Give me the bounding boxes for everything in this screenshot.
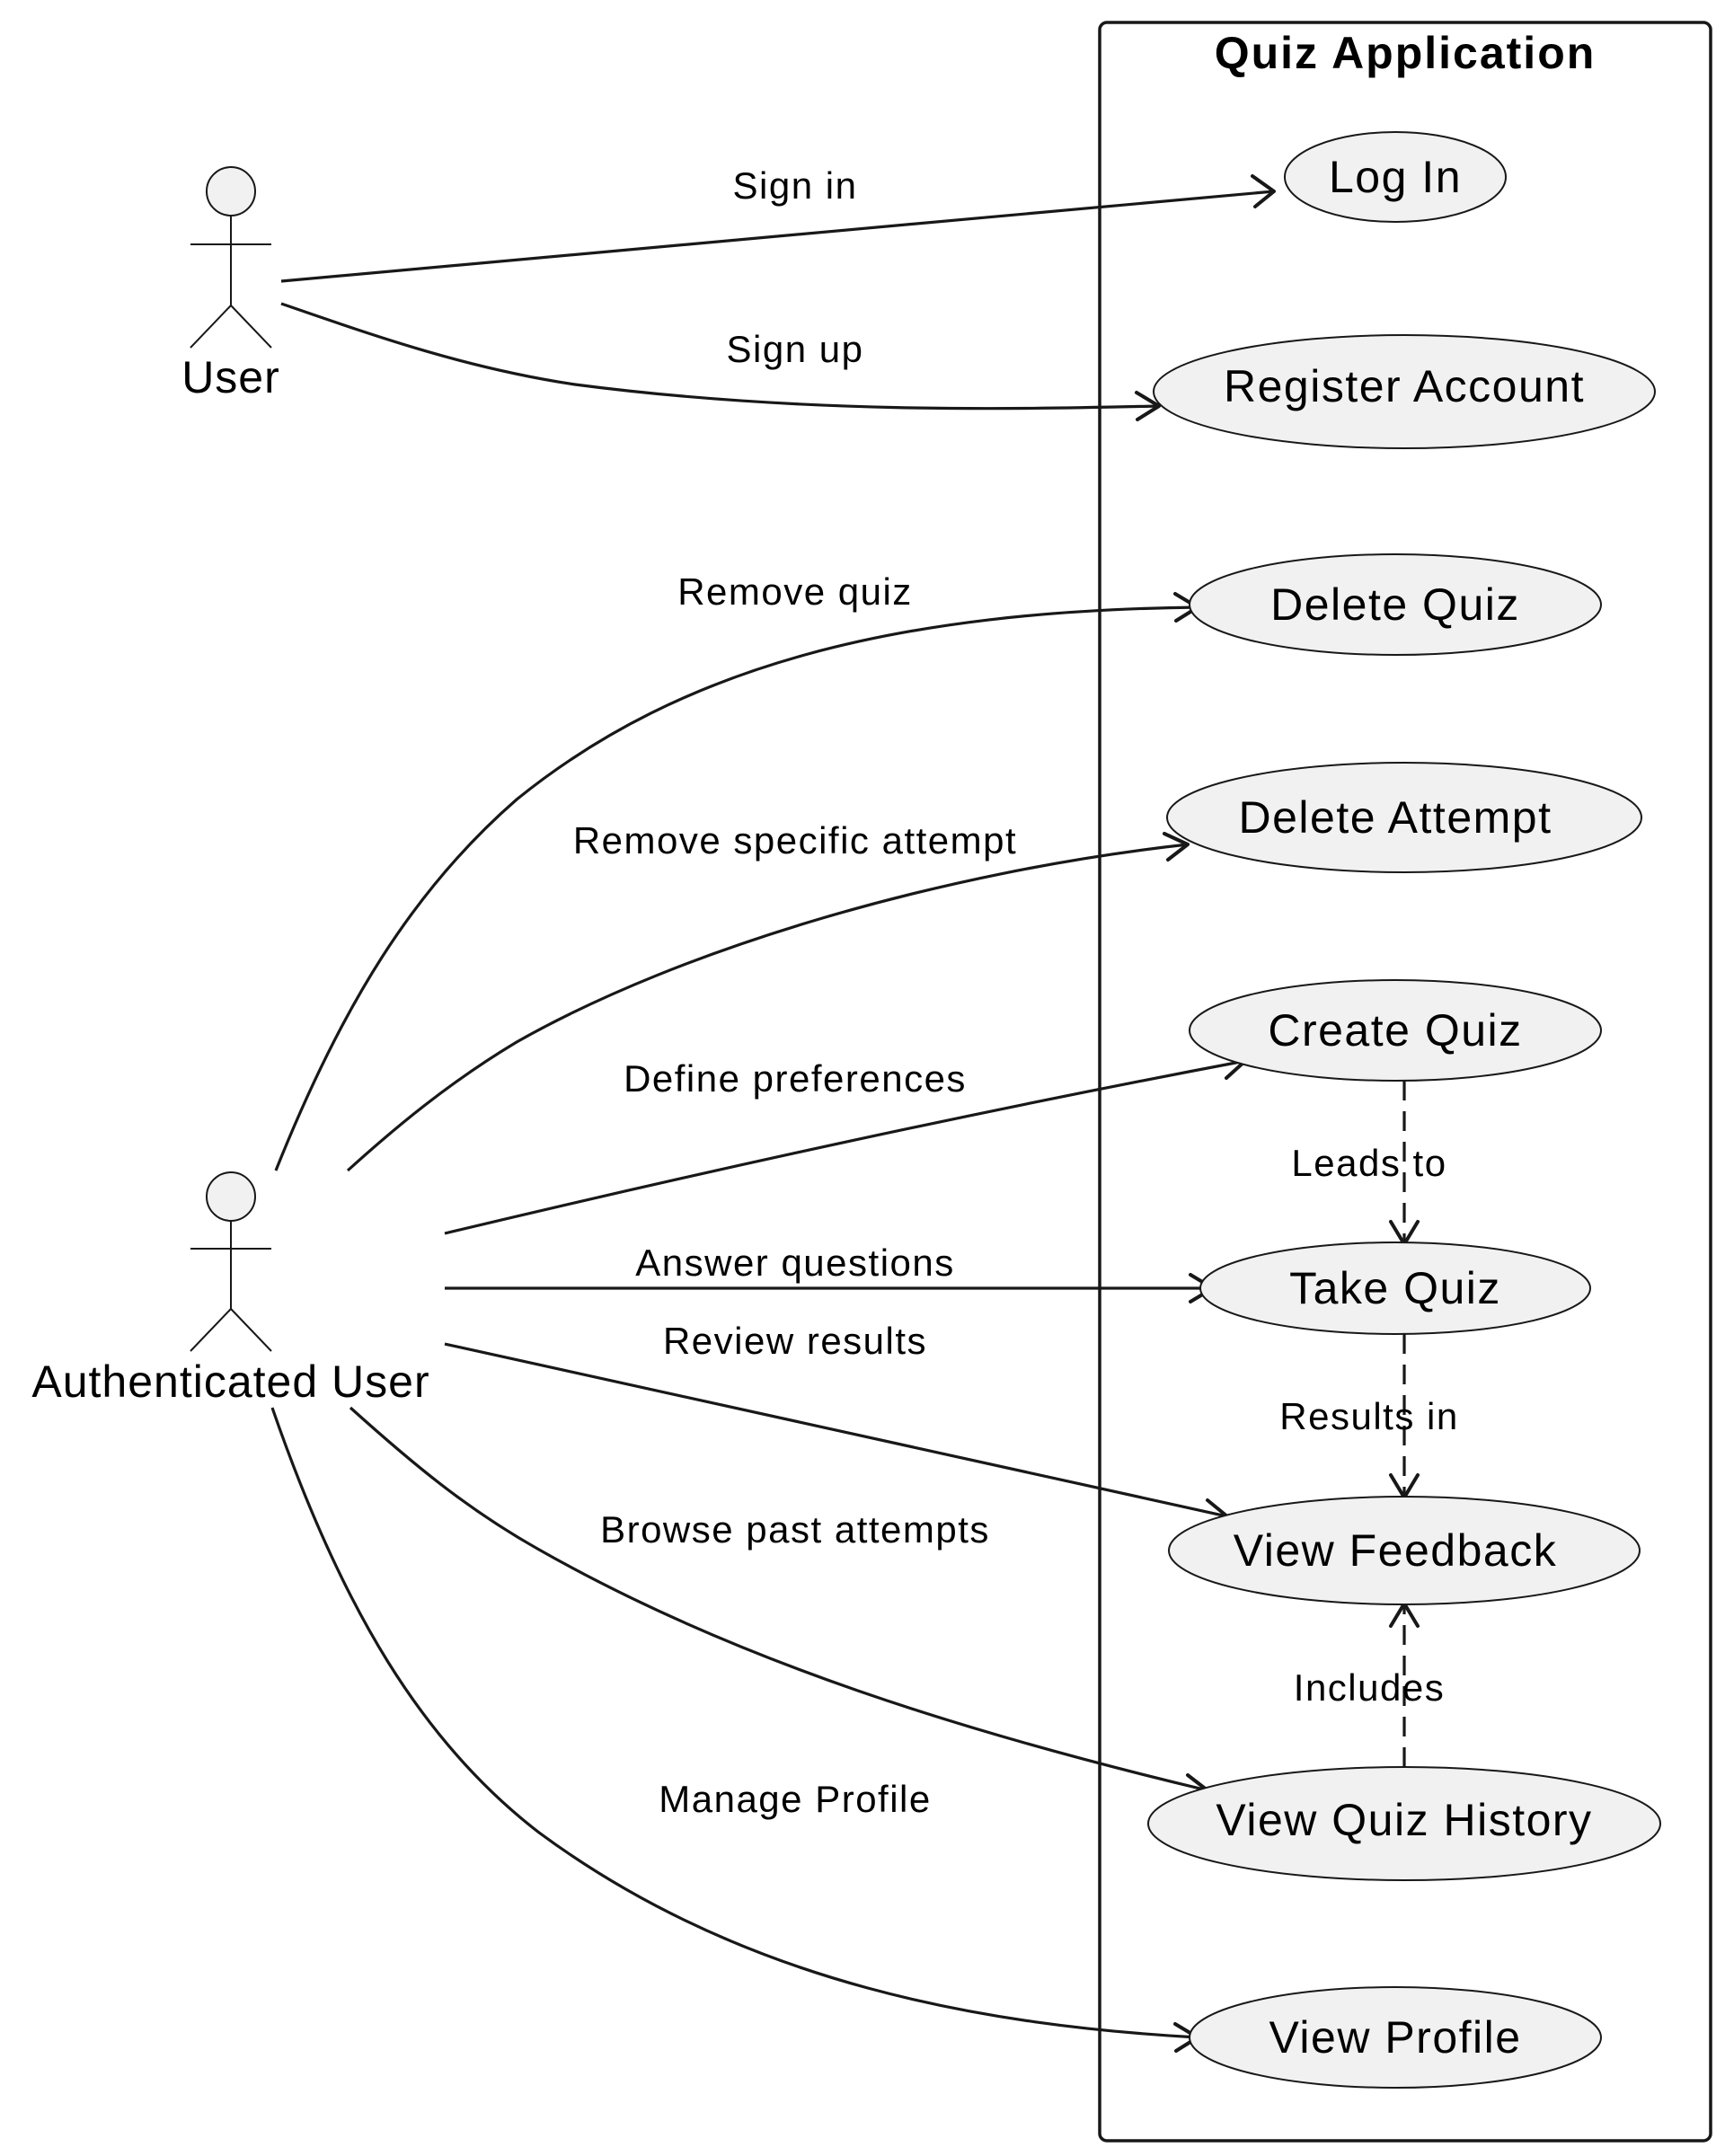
use-case-delete-attempt[interactable]: Delete Attempt — [1166, 762, 1642, 873]
actor-user-icon — [190, 166, 272, 349]
edge-label-answer-questions: Answer questions — [635, 1241, 955, 1284]
connector-define-preferences: Define preferences — [444, 1049, 1247, 1235]
connector-remove-attempt: Remove specific attempt — [346, 819, 1190, 1172]
use-case-view-profile-label: View Profile — [1269, 2012, 1521, 2063]
use-case-log-in[interactable]: Log In — [1284, 131, 1507, 223]
actor-authenticated-user-label: Authenticated User — [31, 1356, 429, 1407]
connector-browse-attempts: Browse past attempts — [349, 1406, 1209, 1803]
use-case-delete-quiz[interactable]: Delete Quiz — [1189, 553, 1602, 656]
system-boundary-box — [1098, 21, 1712, 2143]
use-case-take-quiz[interactable]: Take Quiz — [1199, 1241, 1591, 1335]
use-case-delete-attempt-label: Delete Attempt — [1239, 792, 1552, 843]
actor-authenticated-user-icon — [190, 1171, 272, 1352]
edge-label-sign-up: Sign up — [727, 328, 864, 370]
use-case-view-feedback[interactable]: View Feedback — [1168, 1496, 1641, 1605]
system-boundary: Quiz Application — [1098, 21, 1712, 2143]
use-case-view-feedback-label: View Feedback — [1234, 1525, 1557, 1576]
use-case-log-in-label: Log In — [1329, 152, 1462, 202]
connector-includes: Includes — [1294, 1602, 1445, 1767]
edge-label-remove-attempt: Remove specific attempt — [573, 819, 1017, 862]
connector-sign-up: Sign up — [280, 302, 1161, 421]
edge-label-remove-quiz: Remove quiz — [677, 570, 913, 613]
use-case-create-quiz[interactable]: Create Quiz — [1189, 979, 1602, 1082]
actor-authenticated-user[interactable]: Authenticated User — [31, 1171, 429, 1407]
connector-leads-to: Leads to — [1291, 1081, 1446, 1246]
use-case-delete-quiz-label: Delete Quiz — [1270, 579, 1520, 630]
edge-label-review-results: Review results — [663, 1320, 927, 1362]
edge-label-results-in: Results in — [1279, 1395, 1458, 1437]
edge-label-sign-in: Sign in — [733, 164, 858, 207]
connector-review-results: Review results — [444, 1320, 1229, 1528]
connector-sign-in: Sign in — [280, 164, 1276, 283]
actor-user[interactable]: User — [181, 166, 280, 402]
edge-label-includes: Includes — [1294, 1666, 1445, 1709]
use-case-register-account-label: Register Account — [1224, 361, 1585, 411]
edge-label-browse-attempts: Browse past attempts — [600, 1508, 990, 1551]
actor-user-label: User — [181, 352, 280, 402]
use-case-view-profile[interactable]: View Profile — [1189, 1986, 1602, 2089]
connector-answer-questions: Answer questions — [445, 1241, 1215, 1303]
edge-label-manage-profile: Manage Profile — [659, 1778, 932, 1820]
connector-manage-profile: Manage Profile — [270, 1407, 1199, 2053]
use-case-register-account[interactable]: Register Account — [1153, 334, 1656, 449]
system-boundary-title: Quiz Application — [1215, 28, 1597, 78]
edge-label-leads-to: Leads to — [1291, 1142, 1446, 1184]
use-case-view-quiz-history-label: View Quiz History — [1216, 1795, 1592, 1845]
use-case-view-quiz-history[interactable]: View Quiz History — [1147, 1766, 1661, 1881]
edge-label-define-preferences: Define preferences — [624, 1057, 967, 1100]
connector-remove-quiz: Remove quiz — [274, 570, 1199, 1171]
use-case-take-quiz-label: Take Quiz — [1289, 1263, 1501, 1313]
use-case-create-quiz-label: Create Quiz — [1268, 1005, 1522, 1056]
connector-results-in: Results in — [1279, 1334, 1458, 1499]
